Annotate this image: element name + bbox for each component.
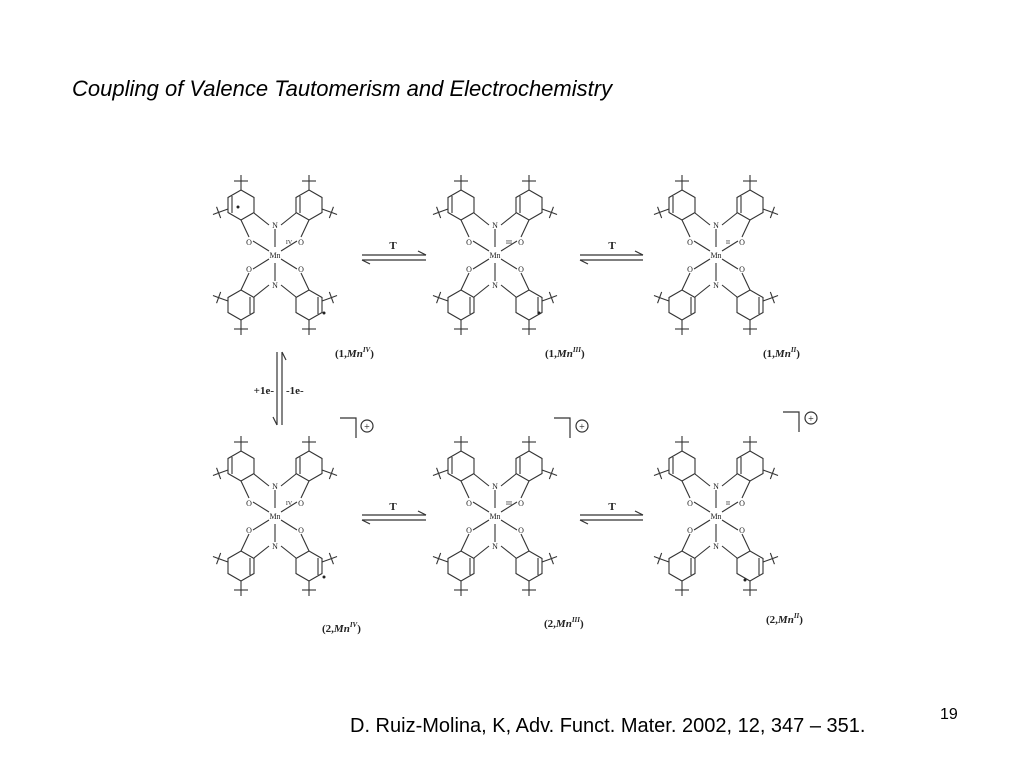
metal-label: Mn bbox=[269, 512, 280, 521]
oxidation-label: II bbox=[726, 240, 730, 246]
compound-label: (1,MnIII) bbox=[545, 346, 585, 360]
compound-label: (2,MnIII) bbox=[544, 616, 584, 630]
equilibrium-arrow bbox=[361, 510, 427, 525]
equilibrium-arrow bbox=[361, 250, 427, 265]
metal-label: Mn bbox=[710, 251, 721, 260]
equilibrium-label: T bbox=[608, 240, 616, 252]
compound-label: (2,MnII) bbox=[766, 612, 803, 626]
slide-title: Coupling of Valence Tautomerism and Elec… bbox=[72, 76, 613, 101]
compound-label: (2,MnIV) bbox=[322, 621, 361, 635]
oxidation-label: IV bbox=[286, 501, 293, 507]
equilibrium-arrow bbox=[579, 250, 644, 265]
metal-label: Mn bbox=[489, 512, 500, 521]
compound-label: (1,MnIV) bbox=[335, 346, 374, 360]
oxidation-label: IV bbox=[286, 240, 293, 246]
cation-charge: + bbox=[808, 414, 814, 425]
citation: D. Ruiz-Molina, K, Adv. Funct. Mater. 20… bbox=[350, 715, 866, 737]
reaction-scheme: N N O O O O Mn IV Mn III Mn II Mn bbox=[200, 160, 818, 635]
equilibrium-label: T bbox=[389, 501, 397, 513]
equilibrium-arrow bbox=[579, 510, 644, 525]
cation-charge: + bbox=[364, 422, 370, 433]
equilibrium-label: T bbox=[389, 240, 397, 252]
cation-bracket bbox=[340, 417, 374, 438]
oxidation-label: III bbox=[506, 501, 512, 507]
redox-label-reduction: +1e- bbox=[254, 385, 275, 397]
cation-charge: + bbox=[579, 422, 585, 433]
compound-label: (1,MnII) bbox=[763, 346, 800, 360]
cation-bracket bbox=[554, 417, 589, 438]
cation-bracket bbox=[783, 411, 818, 432]
metal-label: Mn bbox=[489, 251, 500, 260]
metal-label: Mn bbox=[710, 512, 721, 521]
page-number: 19 bbox=[940, 706, 958, 723]
redox-label-oxidation: -1e- bbox=[286, 385, 304, 397]
oxidation-label: II bbox=[726, 501, 730, 507]
equilibrium-label: T bbox=[608, 501, 616, 513]
oxidation-label: III bbox=[506, 240, 512, 246]
metal-label: Mn bbox=[269, 251, 280, 260]
redox-arrow bbox=[272, 351, 287, 426]
